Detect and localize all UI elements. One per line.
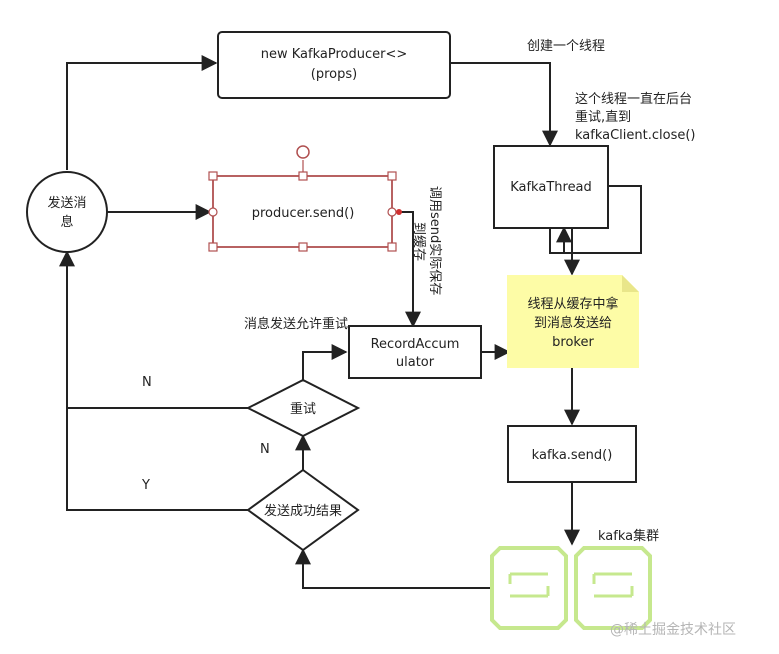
connectors	[59, 55, 642, 589]
broker-icon	[490, 546, 568, 630]
send-message-line1: 发送消	[47, 195, 86, 211]
edge-retry-to-accumulator	[302, 344, 348, 380]
producer-new-line2: (props)	[311, 67, 357, 82]
edge-retry-to-circle	[59, 250, 248, 409]
send-result-decision: 发送成功结果	[246, 468, 360, 552]
note-line1: 线程从缓存中拿	[527, 296, 618, 312]
producer-send-node[interactable]: producer.send()	[208, 145, 402, 252]
record-accumulator-line2: ulator	[396, 355, 435, 370]
thread-bg-line1: 这个线程一直在后台	[575, 91, 692, 107]
n-label-bottom: N	[260, 442, 270, 457]
send-message-line2: 息	[60, 214, 73, 230]
producer-new-line1: new KafkaProducer<>	[261, 47, 408, 62]
watermark: @稀土掘金技术社区	[610, 622, 736, 638]
kafka-send-node: kafka.send()	[507, 425, 637, 483]
edge-circle-to-producer	[66, 55, 218, 170]
edge-producer-to-thread	[450, 62, 558, 147]
broker-icon	[574, 546, 652, 630]
kafka-thread-node: KafkaThread	[493, 145, 609, 229]
edge-thread-loop	[549, 185, 642, 254]
allow-retry-label: 消息发送允许重试	[244, 316, 348, 332]
kafka-send-label: kafka.send()	[532, 448, 613, 463]
kafka-cluster-label: kafka集群	[598, 528, 659, 544]
y-label: Y	[141, 478, 150, 493]
edge-result-y	[66, 408, 248, 511]
edge-cluster-to-result	[295, 548, 490, 589]
rotate-handle[interactable]	[296, 145, 310, 159]
send-message-start-node: 发送消 息	[26, 171, 108, 253]
resize-handles[interactable]	[208, 171, 397, 252]
call-send-label: 调用send实际保存 到缓存	[411, 186, 442, 295]
call-send-line2: 到缓存	[411, 222, 426, 261]
record-accumulator-line1: RecordAccum	[371, 337, 460, 352]
record-accumulator-node: RecordAccum ulator	[348, 325, 482, 379]
n-label-top: N	[142, 375, 152, 390]
edge-send-to-accumulator	[400, 211, 421, 328]
create-thread-label: 创建一个线程	[527, 39, 605, 54]
broker-note: 线程从缓存中拿 到消息发送给 broker	[507, 275, 639, 368]
kafka-thread-label: KafkaThread	[510, 180, 592, 195]
retry-decision: 重试	[245, 378, 361, 438]
kafka-cluster: kafka集群	[490, 528, 659, 630]
note-line2: 到消息发送给	[534, 315, 612, 331]
note-line3: broker	[552, 335, 594, 350]
retry-label: 重试	[290, 401, 316, 417]
send-result-label: 发送成功结果	[264, 503, 342, 519]
call-send-line1: 调用send实际保存	[427, 186, 442, 295]
thread-bg-line3: kafkaClient.close()	[575, 128, 696, 143]
producer-send-label: producer.send()	[252, 206, 355, 221]
producer-new-node: new KafkaProducer<> (props)	[217, 31, 451, 99]
thread-bg-line2: 重试,直到	[575, 109, 631, 125]
